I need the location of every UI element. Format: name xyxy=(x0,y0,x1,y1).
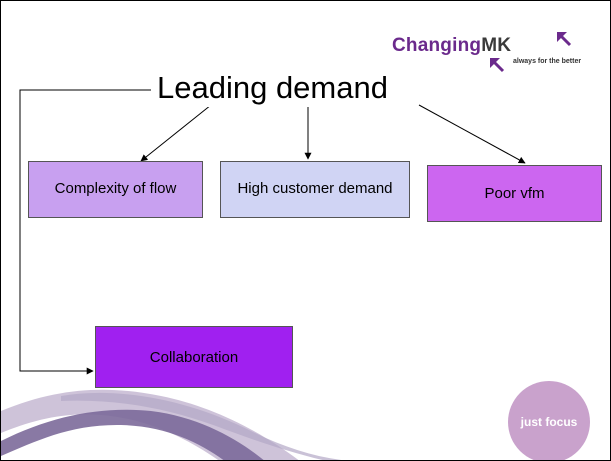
arrow-to-collaboration xyxy=(19,89,151,375)
logo-arrow-diag-icon xyxy=(489,57,505,73)
logo-brand-suffix: MK xyxy=(481,35,512,56)
arrow-to-vfm xyxy=(418,104,526,164)
logo-tagline: always for the better xyxy=(513,58,582,65)
box-vfm-label: Poor vfm xyxy=(484,185,545,202)
arrow-to-complexity xyxy=(140,104,212,162)
box-high-customer-demand: High customer demand xyxy=(220,161,410,218)
box-poor-vfm: Poor vfm xyxy=(427,165,602,222)
badge-text: just focus xyxy=(520,415,578,429)
logo-arrow-up-icon xyxy=(556,31,572,47)
box-complexity-label: Complexity of flow xyxy=(54,180,177,197)
box-collaboration: Collaboration xyxy=(95,326,293,388)
diagram-title: Leading demand xyxy=(151,69,394,107)
box-complexity-of-flow: Complexity of flow xyxy=(28,161,203,218)
just-focus-badge: just focus xyxy=(508,381,590,460)
logo-brand-word: Changing xyxy=(392,35,482,56)
box-high-demand-label: High customer demand xyxy=(237,180,393,197)
logo-wordmark: ChangingMK xyxy=(392,35,511,57)
changingmk-logo: ChangingMK always for the better xyxy=(389,27,599,79)
box-collaboration-label: Collaboration xyxy=(149,348,239,366)
